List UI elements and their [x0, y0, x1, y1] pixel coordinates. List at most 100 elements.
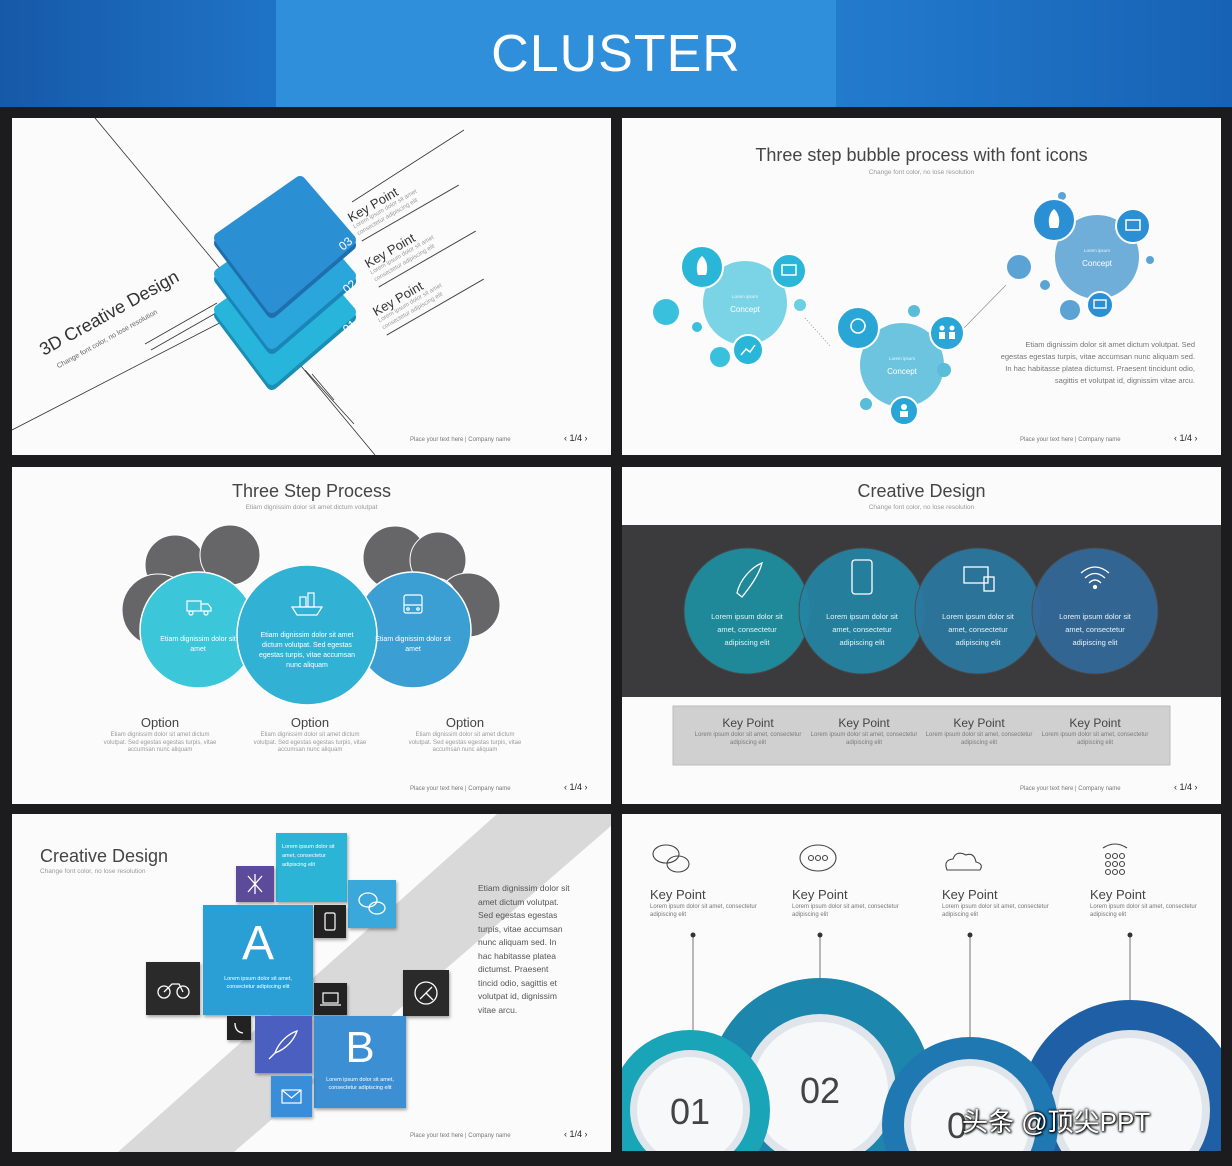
small-bubble — [1060, 300, 1080, 320]
connector-dot — [817, 932, 823, 938]
bubble-cluster-2: Lorem ipsum Concept — [836, 305, 965, 426]
tile-top-text: Lorem ipsum dolor sit amet, consectetur … — [276, 833, 347, 902]
slide-subtitle: Change font color, no lose resolution — [868, 504, 975, 511]
pattern-icon — [247, 874, 263, 894]
layer-03 — [214, 176, 356, 313]
rocket-icon — [696, 256, 708, 275]
slide-footer: Place your text here | Company name — [410, 786, 511, 792]
slide-creative-design-circles[interactable]: Creative Design Change font color, no lo… — [622, 467, 1221, 804]
tile-rocket — [255, 1016, 312, 1073]
small-bubble — [1007, 255, 1031, 279]
ring-03 — [882, 1037, 1058, 1151]
motorcycle-icon — [157, 983, 190, 999]
description-paragraph: Etiam dignissim dolor sit amet dictum vo… — [478, 883, 570, 1015]
slide-creative-design-tiles[interactable]: Creative Design Change font color, no lo… — [12, 814, 611, 1152]
diagonal-band — [118, 814, 611, 1152]
header-center-panel — [276, 0, 836, 107]
tile-letter: A — [241, 917, 274, 970]
slide-nav[interactable]: ‹ 1/4 › — [1174, 433, 1198, 443]
slide-title: Three Step Process — [231, 481, 392, 501]
small-bubble — [692, 322, 702, 332]
page-title: CLUSTER — [491, 25, 741, 83]
small-bubble — [908, 305, 920, 317]
monitor-icon-bubble — [1115, 208, 1151, 244]
slide-nav[interactable]: ‹ 1/4 › — [564, 782, 588, 792]
key-point-text: Lorem ipsum dolor sit amet, consectetur … — [694, 732, 802, 746]
feature-text: Lorem ipsum dolor sit amet, consectetur … — [942, 612, 1014, 647]
bus-icon — [403, 594, 423, 614]
connector-dot — [690, 932, 696, 938]
option-label: Option — [445, 715, 485, 730]
chat-dots-icon — [799, 844, 837, 872]
tile-letter: B — [345, 1023, 375, 1072]
slide-subtitle: Etiam dignissim dolor sit amet dictum vo… — [245, 504, 378, 511]
slide-key-point-rings[interactable]: 01 02 0 Key Point Lorem ipsum dolor sit … — [622, 814, 1221, 1151]
page-indicator: 1/4 — [1179, 782, 1193, 792]
chat-icon — [358, 892, 386, 915]
slide-nav[interactable]: ‹ 1/4 › — [564, 433, 588, 443]
connector-line — [804, 317, 831, 347]
bubble-caption: Lorem ipsum — [1084, 248, 1110, 253]
small-bubble — [710, 347, 730, 367]
tile-email — [271, 1076, 312, 1117]
key-point-label: Key Point — [650, 887, 706, 902]
connector-dot — [1127, 932, 1133, 938]
monitor-icon — [963, 566, 995, 592]
monitor-icon-bubble — [771, 253, 807, 289]
key-point-label: Key Point — [722, 716, 774, 730]
tile-chat — [348, 880, 396, 928]
main-bubble — [860, 323, 944, 407]
ring-number: 01 — [670, 1091, 710, 1132]
email-icon — [281, 1089, 302, 1104]
tile-text: Lorem ipsum dolor sit amet, consectetur … — [224, 976, 292, 990]
accent-line — [150, 308, 224, 351]
small-bubble — [1146, 256, 1154, 264]
page-indicator: 1/4 — [569, 1129, 583, 1139]
option-text: Etiam dignissim dolor sit amet dictum vo… — [103, 732, 217, 753]
ring-number: 02 — [800, 1070, 840, 1111]
small-bubble — [937, 363, 951, 377]
slide-nav[interactable]: ‹ 1/4 › — [1174, 782, 1198, 792]
mobile-icon — [324, 912, 336, 931]
header-banner: CLUSTER — [0, 0, 1232, 107]
key-point-label: Key Point — [942, 887, 998, 902]
laptop-icon-bubble — [1086, 291, 1114, 319]
small-bubble — [860, 398, 872, 410]
ring-04 — [1020, 1000, 1221, 1151]
ring-01 — [622, 1030, 770, 1151]
bubble-caption: Lorem ipsum — [732, 294, 758, 299]
page-indicator: 1/4 — [569, 433, 583, 443]
page-indicator: 1/4 — [1179, 433, 1193, 443]
slide-3d-creative-design[interactable]: 03 02 01 3D Creative Design Change font … — [12, 118, 611, 455]
slide-nav[interactable]: ‹ 1/4 › — [564, 1129, 588, 1139]
slide-footer: Place your text here | Company name — [1020, 786, 1121, 792]
small-bubble — [653, 299, 679, 325]
key-point-text: Lorem ipsum dolor sit amet, consectetur … — [1041, 732, 1149, 746]
key-point-panel — [672, 705, 1171, 766]
tile-pattern — [236, 866, 274, 902]
connector-line — [961, 284, 1007, 331]
connector-dot — [967, 932, 973, 938]
connector-line — [304, 369, 355, 425]
option-text: Etiam dignissim dolor sit amet dictum vo… — [408, 732, 522, 753]
phone-icon — [234, 1022, 244, 1034]
watermark: 头条 @顶尖PPT — [962, 1107, 1151, 1137]
bubble-label: Concept — [887, 367, 918, 376]
slide-title: Creative Design — [857, 481, 986, 501]
step-text: Etiam dignissim dolor sit amet — [375, 636, 451, 653]
rocket-icon — [736, 561, 763, 598]
tile-motorcycle — [146, 962, 200, 1015]
step-circle-2 — [236, 564, 378, 706]
slide-bubble-process[interactable]: Three step bubble process with font icon… — [622, 118, 1221, 455]
circles-band — [622, 525, 1221, 766]
people-icon-bubble — [929, 315, 965, 351]
bubble-label: Concept — [730, 305, 761, 314]
rings-diagram: 01 02 0 — [622, 843, 1221, 1151]
option-text: Etiam dignissim dolor sit amet dictum vo… — [253, 732, 367, 753]
slide-three-step-process[interactable]: Three Step Process Etiam dignissim dolor… — [12, 467, 611, 804]
tile-phone — [314, 905, 346, 938]
slide-subtitle: Change font color, no lose resolution — [40, 868, 146, 875]
cloud-icon — [945, 852, 982, 871]
feature-circle — [1031, 547, 1159, 675]
slide-subtitle: Change font color, no lose resolution — [868, 169, 975, 176]
